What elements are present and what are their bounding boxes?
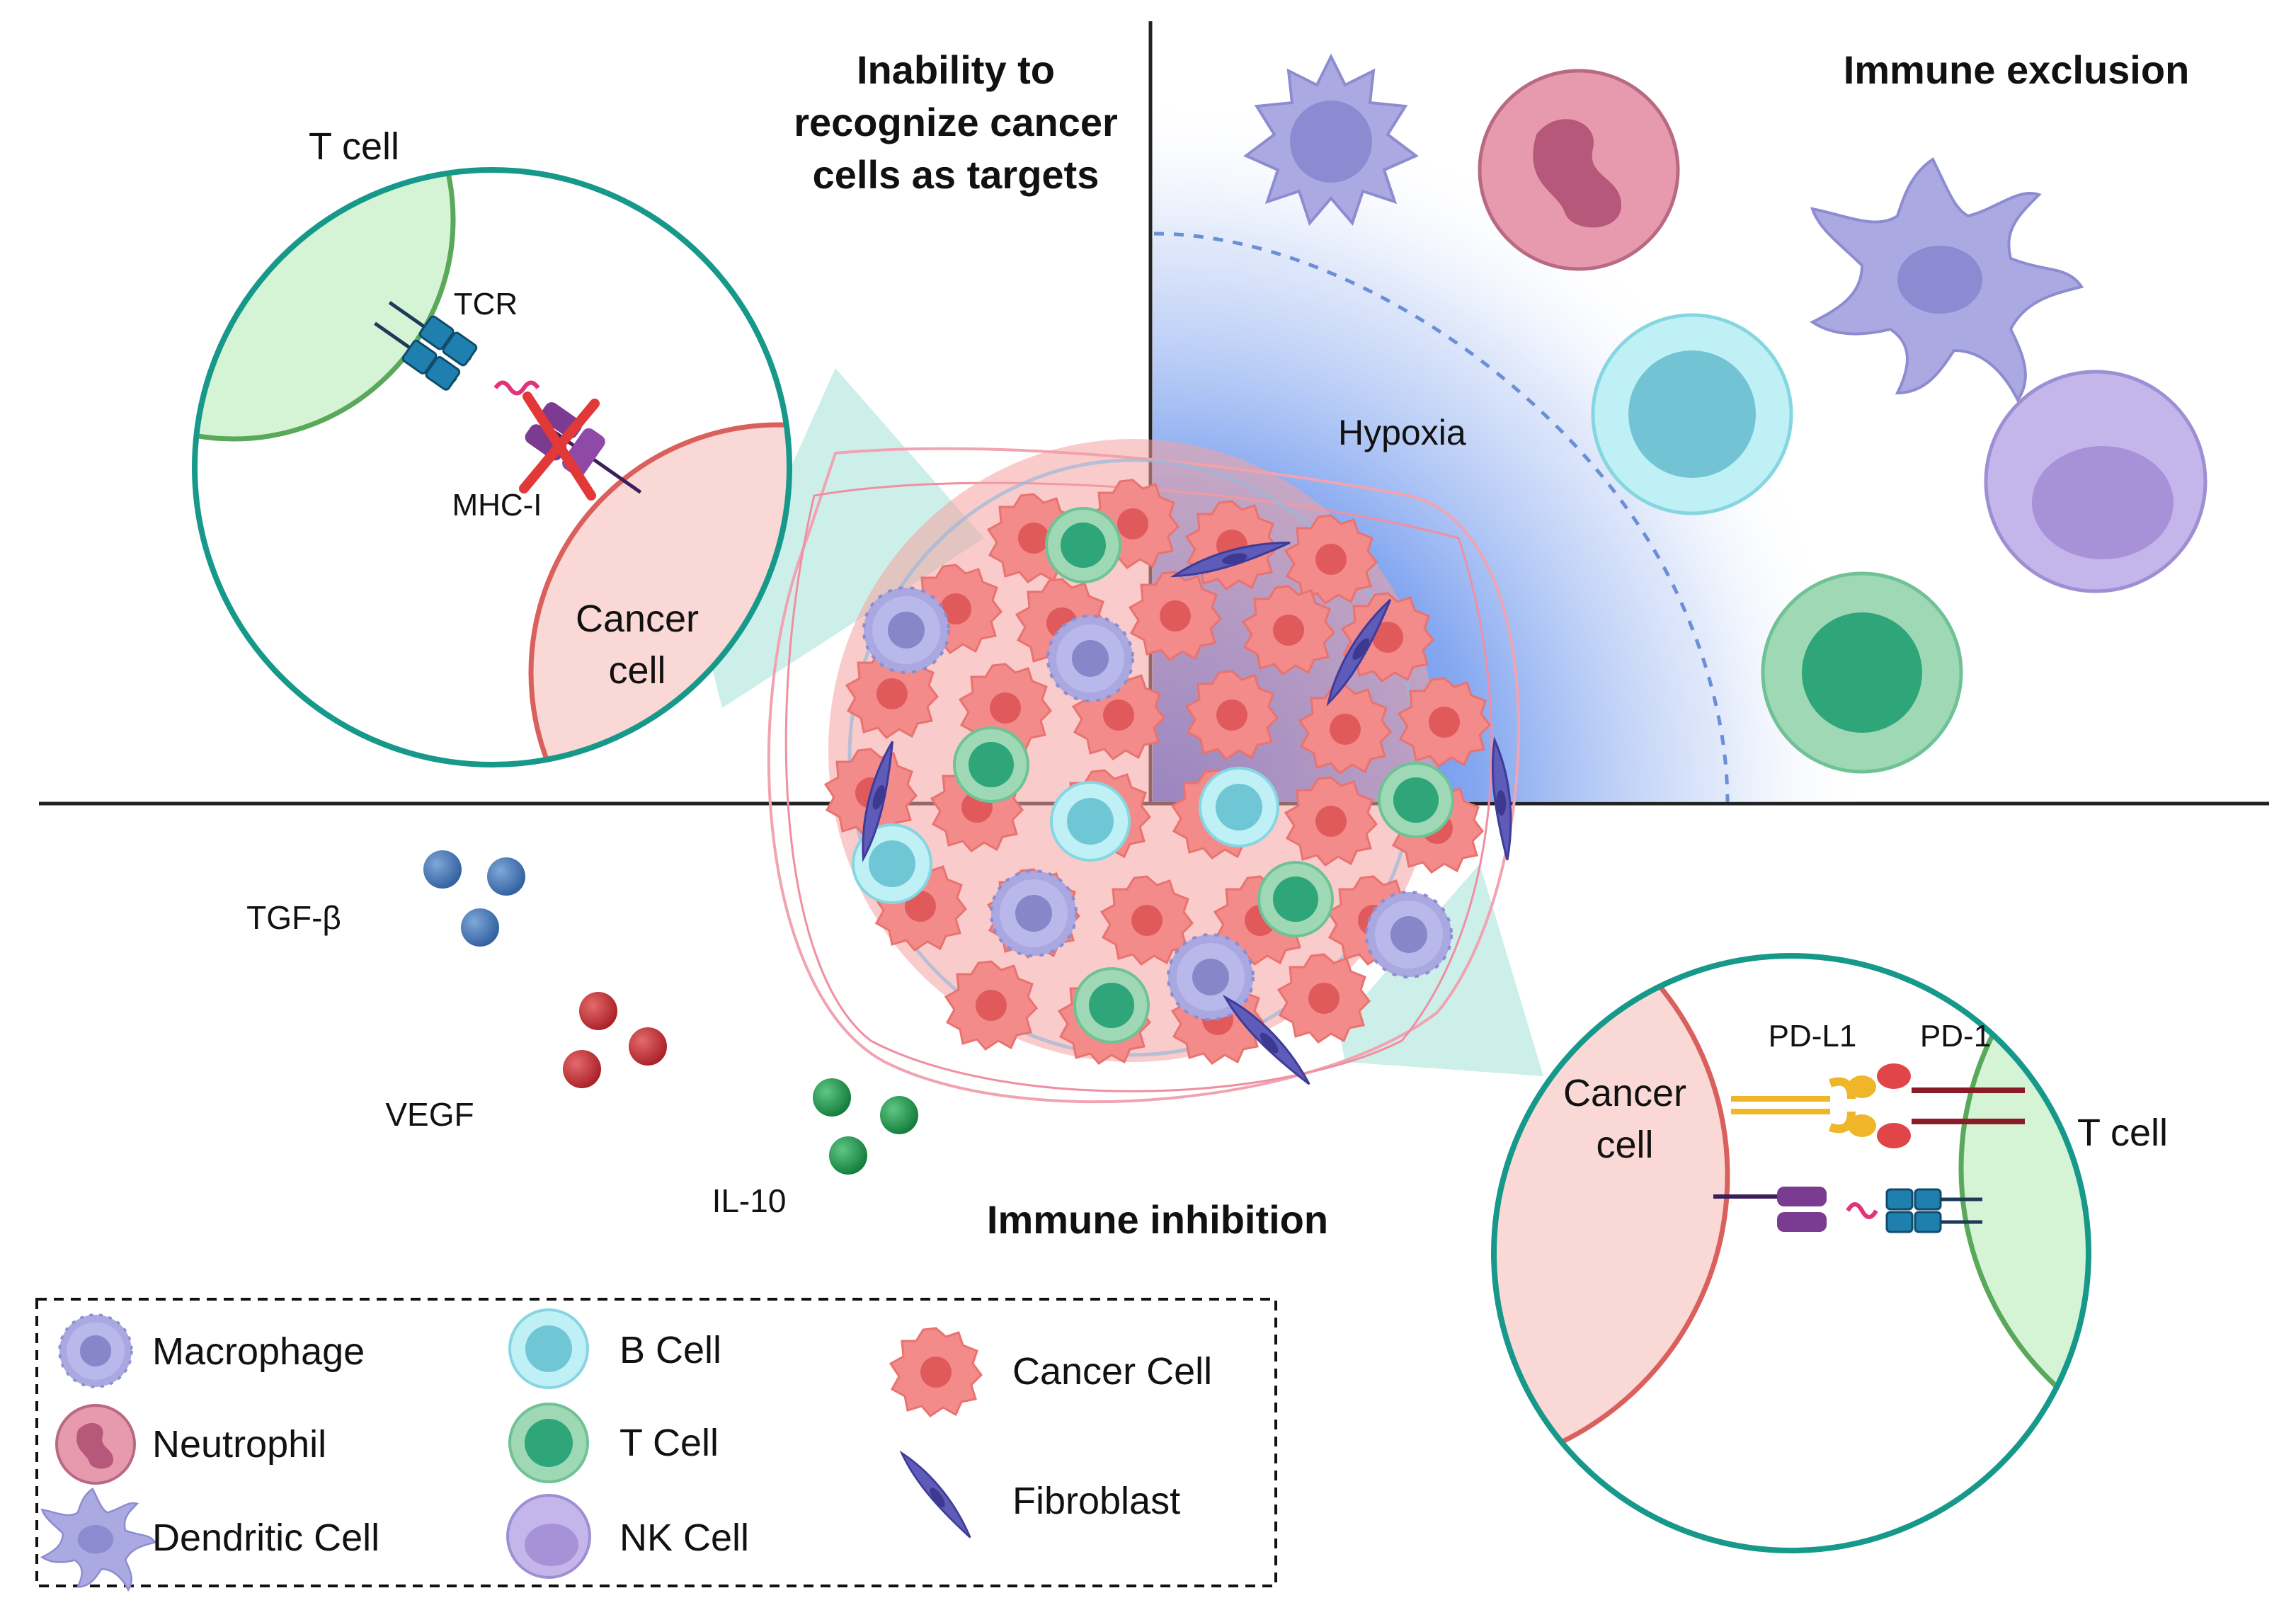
dendritic-cell-excluded-2 — [1810, 157, 2084, 403]
cancer-cell-label-line2: cell — [608, 649, 666, 692]
legend: Macrophage Neutrophil Dendritic Cell B C… — [35, 1298, 1277, 1592]
legend-t-cell-label: T Cell — [619, 1422, 719, 1464]
legend-fibroblast-label: Fibroblast — [1012, 1480, 1180, 1522]
legend-b-cell-icon — [508, 1308, 589, 1389]
recognition-title-line1: Inability to — [857, 47, 1055, 92]
tgfb-molecule — [487, 857, 525, 896]
dendritic-cell-excluded-1 — [1243, 53, 1419, 226]
tcr-mhc-interaction — [1713, 1187, 1982, 1233]
mhc-label: MHC-I — [452, 488, 542, 523]
il10-molecule — [880, 1096, 918, 1134]
blocked-cross-icon — [519, 392, 600, 501]
tgfb-label: TGF-β — [246, 899, 341, 936]
legend-neutrophil-label: Neutrophil — [152, 1423, 326, 1466]
cancer-cell-label-2-line1: Cancer — [1563, 1072, 1686, 1114]
exclusion-title: Immune exclusion — [1844, 47, 2190, 92]
cytokines: TGF-β VEGF IL-10 — [246, 850, 918, 1219]
cancer-cell-label-2-line2: cell — [1596, 1124, 1653, 1166]
t-cell-label-2: T cell — [2077, 1112, 2168, 1154]
vegf-molecule — [579, 992, 617, 1030]
pd1-label: PD-1 — [1920, 1019, 1991, 1054]
il10-label: IL-10 — [712, 1182, 787, 1219]
legend-dendritic-icon — [40, 1487, 157, 1592]
recognition-title-line3: cells as targets — [813, 152, 1100, 197]
vegf-molecule — [629, 1027, 667, 1066]
t-cell-excluded — [1761, 571, 1963, 774]
legend-t-cell-icon — [508, 1403, 589, 1483]
hypoxia-label: Hypoxia — [1338, 413, 1466, 452]
pdl1-label: PD-L1 — [1769, 1019, 1857, 1054]
il10-molecule — [829, 1136, 867, 1175]
tcr-label: TCR — [454, 287, 518, 321]
cancer-cell-label-line1: Cancer — [576, 598, 699, 640]
legend-macrophage-label: Macrophage — [152, 1330, 365, 1373]
tgfb-molecule — [461, 908, 499, 947]
t-cell-membrane — [195, 170, 456, 442]
neutrophil-excluded — [1478, 69, 1680, 271]
legend-macrophage-icon — [58, 1313, 133, 1388]
legend-neutrophil-icon — [55, 1404, 136, 1485]
legend-b-cell-label: B Cell — [619, 1329, 721, 1371]
b-cell-excluded — [1591, 313, 1793, 515]
il10-molecule — [813, 1078, 851, 1117]
vegf-molecule — [563, 1050, 601, 1088]
bottom-zoom-cone — [1338, 864, 1543, 1076]
recognition-title-line2: recognize cancer — [794, 100, 1118, 144]
nk-cell-excluded — [1984, 370, 2208, 593]
inhibition-title: Immune inhibition — [987, 1197, 1328, 1242]
antigen-peptide — [493, 380, 540, 396]
legend-cancer-cell-label: Cancer Cell — [1012, 1350, 1212, 1393]
legend-dendritic-label: Dendritic Cell — [152, 1517, 379, 1559]
t-cell-label: T cell — [309, 125, 399, 168]
legend-nk-cell-label: NK Cell — [619, 1517, 749, 1559]
tcr-receptor — [374, 301, 478, 391]
excluded-immune-cells — [1243, 53, 2208, 774]
legend-nk-cell-icon — [506, 1494, 591, 1579]
tgfb-molecule — [423, 850, 462, 889]
top-zoom-cone — [708, 368, 984, 708]
pdl1-pd1-interaction — [1731, 1063, 2025, 1148]
vegf-label: VEGF — [385, 1096, 474, 1133]
t-cell-membrane-2 — [1958, 956, 2089, 1468]
tumor-mass — [767, 439, 1521, 1103]
